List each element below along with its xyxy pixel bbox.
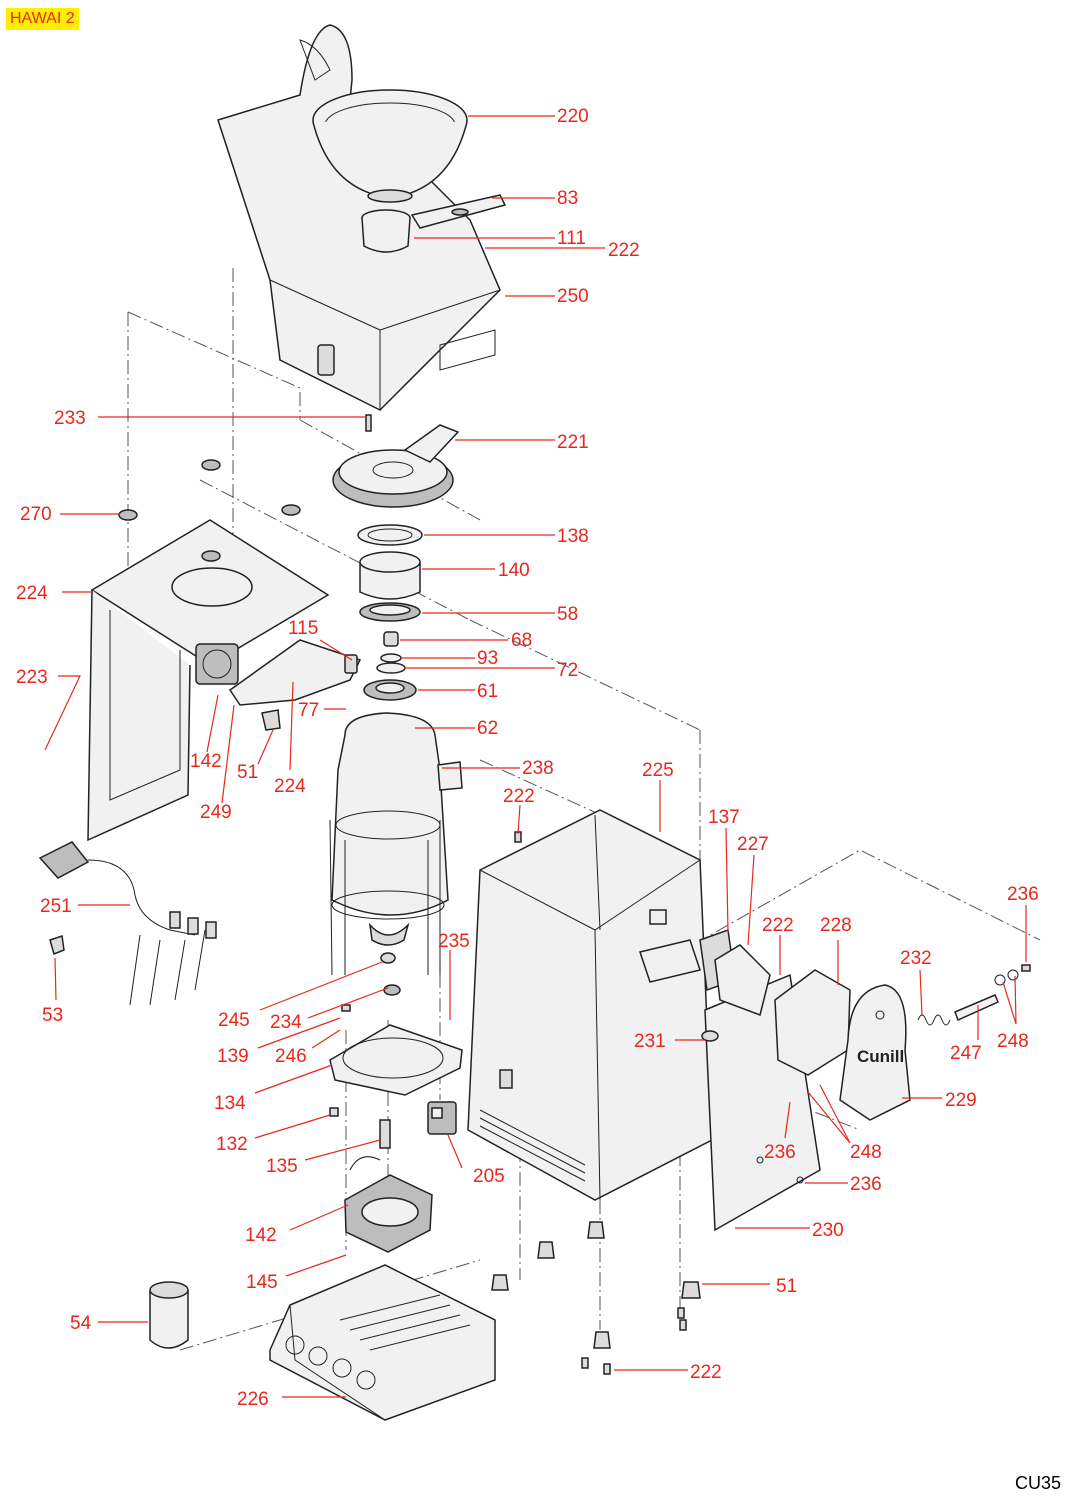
callout-115: 115 — [288, 618, 318, 639]
callout-51: 51 — [237, 762, 258, 783]
callout-225: 225 — [642, 760, 674, 781]
diagram-title: HAWAI 2 — [6, 8, 79, 30]
callout-249: 249 — [200, 802, 232, 823]
callout-62: 62 — [477, 718, 498, 739]
hopper-slide — [410, 194, 507, 229]
actuator-cover: Cunill — [839, 984, 911, 1121]
callout-72: 72 — [557, 660, 578, 681]
callout-53: 53 — [42, 1005, 63, 1026]
callout-132: 132 — [216, 1134, 248, 1155]
callout-220: 220 — [557, 106, 589, 127]
callout-134: 134 — [214, 1093, 246, 1114]
rubber-feet — [118, 459, 301, 562]
callout-93: 93 — [477, 648, 498, 669]
callout-222-cover: 222 — [762, 915, 794, 936]
brand-label: Cunill — [857, 1047, 904, 1066]
adjustment-ring — [332, 424, 460, 508]
callout-221: 221 — [557, 432, 589, 453]
callout-135: 135 — [266, 1156, 298, 1177]
burr-ring-stack — [357, 524, 423, 622]
callout-83: 83 — [557, 188, 578, 209]
callout-145: 145 — [246, 1272, 278, 1293]
callout-228: 228 — [820, 915, 852, 936]
callout-61: 61 — [477, 681, 498, 702]
callout-224: 224 — [16, 583, 48, 604]
callout-51-foot: 51 — [776, 1276, 797, 1297]
callout-230: 230 — [812, 1220, 844, 1241]
callout-231: 231 — [634, 1031, 666, 1052]
callout-248-panel: 248 — [850, 1142, 882, 1163]
callout-222: 222 — [608, 240, 640, 261]
callout-138: 138 — [557, 526, 589, 547]
callout-140: 140 — [498, 560, 530, 581]
callout-68: 68 — [511, 630, 532, 651]
callout-238: 238 — [522, 758, 554, 779]
callout-142: 142 — [190, 751, 222, 772]
callout-222-base: 222 — [690, 1362, 722, 1383]
callout-111: 111 — [557, 228, 586, 249]
callout-246: 246 — [275, 1046, 307, 1067]
lower-fan — [344, 1119, 433, 1253]
base-box — [269, 1264, 496, 1421]
callout-222-housing: 222 — [503, 786, 535, 807]
switch-cover — [714, 944, 851, 1076]
power-cable — [38, 841, 217, 1006]
callout-226: 226 — [237, 1389, 269, 1410]
mounting-plate — [87, 519, 330, 842]
callout-58: 58 — [557, 604, 578, 625]
callout-233: 233 — [54, 408, 86, 429]
callout-235: 235 — [438, 931, 470, 952]
callout-205: 205 — [473, 1166, 505, 1187]
callout-77: 77 — [298, 700, 319, 721]
callout-236-lower: 236 — [850, 1174, 882, 1195]
callout-245: 245 — [218, 1010, 250, 1031]
callout-224-bracket: 224 — [274, 776, 306, 797]
motor-bracket — [228, 639, 362, 731]
callout-54: 54 — [70, 1313, 92, 1334]
diagram-code: CU35 — [1014, 1473, 1061, 1493]
hopper-lid — [217, 24, 501, 411]
callout-251: 251 — [40, 896, 72, 917]
callout-234: 234 — [270, 1012, 302, 1033]
callout-232: 232 — [900, 948, 932, 969]
callout-labels: 220 83 111 222 250 233 221 270 138 140 2… — [16, 106, 1039, 1410]
callout-227: 227 — [737, 834, 769, 855]
callout-270: 270 — [20, 504, 52, 525]
callout-137: 137 — [708, 807, 740, 828]
capacitor — [149, 1281, 189, 1349]
callout-247: 247 — [950, 1043, 982, 1064]
callout-236-panel: 236 — [764, 1142, 796, 1163]
callout-223: 223 — [16, 667, 48, 688]
motor-base-plate — [329, 1024, 463, 1096]
callout-leaders — [44, 115, 1027, 1398]
motor — [329, 712, 463, 976]
spring-shaft — [917, 964, 1031, 1026]
callout-236: 236 — [1007, 884, 1039, 905]
housing — [467, 809, 713, 1201]
callout-229: 229 — [945, 1090, 977, 1111]
hopper-funnel — [312, 89, 468, 203]
callout-250: 250 — [557, 286, 589, 307]
callout-139: 139 — [217, 1046, 249, 1067]
hopper-collar — [361, 209, 411, 253]
callout-142-lower: 142 — [245, 1225, 277, 1246]
feet-and-screws — [329, 414, 719, 1375]
switch-205 — [427, 1101, 457, 1135]
callout-248: 248 — [997, 1031, 1029, 1052]
